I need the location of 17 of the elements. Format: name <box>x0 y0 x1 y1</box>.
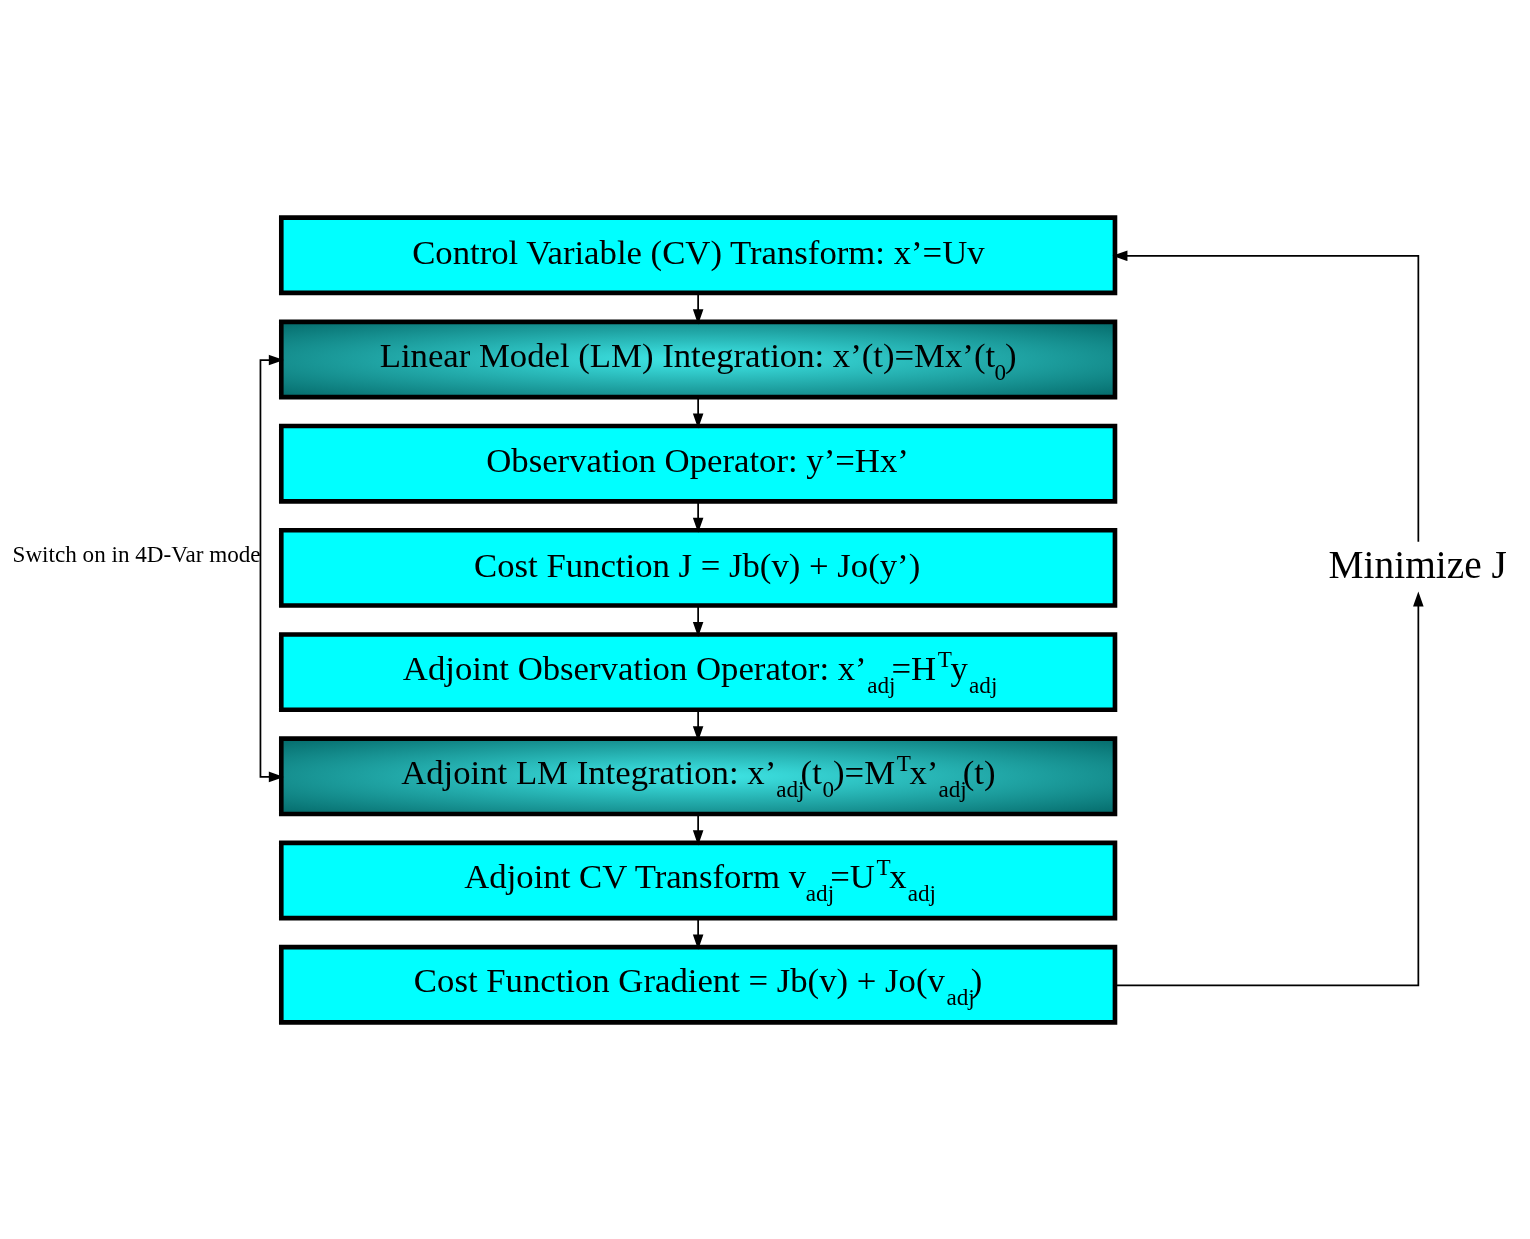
arrow <box>1114 590 1424 986</box>
arrow <box>692 917 704 950</box>
node-box: Control Variable (CV) Transform: x’=Uv <box>278 214 1118 295</box>
arrow <box>692 604 704 637</box>
arrow <box>692 396 704 429</box>
arrow <box>1112 250 1420 543</box>
node-box: Adjoint Observation Operator: x’$_{adj}$=H$^{T}$y$_{adj}$ <box>278 631 1118 712</box>
node-box: Adjoint LM Integration: x’$_{adj}$(t$_{0}$)=M$^{T}$x’$_{adj}$(t) <box>278 735 1118 816</box>
arrow <box>692 500 704 533</box>
node-box: Cost Function Gradient = Jb(v) + Jo(v$_{adj}$) <box>278 944 1118 1025</box>
node-box: Cost Function J = Jb(v) + Jo(y’) <box>278 527 1118 608</box>
node-box: Observation Operator: y’=Hx’ <box>278 423 1118 504</box>
node-box: Linear Model (LM) Integration: x’(t)=Mx’(t$_{0}$) <box>278 319 1118 399</box>
node-text: Minimize J <box>1328 542 1507 587</box>
arrow <box>259 354 284 782</box>
node-box: Adjoint CV Transform v$_{adj}$=U$^{T}$x$_{adj}$ <box>278 840 1118 920</box>
edge-label: Switch on in 4D-Var mode <box>12 540 261 567</box>
